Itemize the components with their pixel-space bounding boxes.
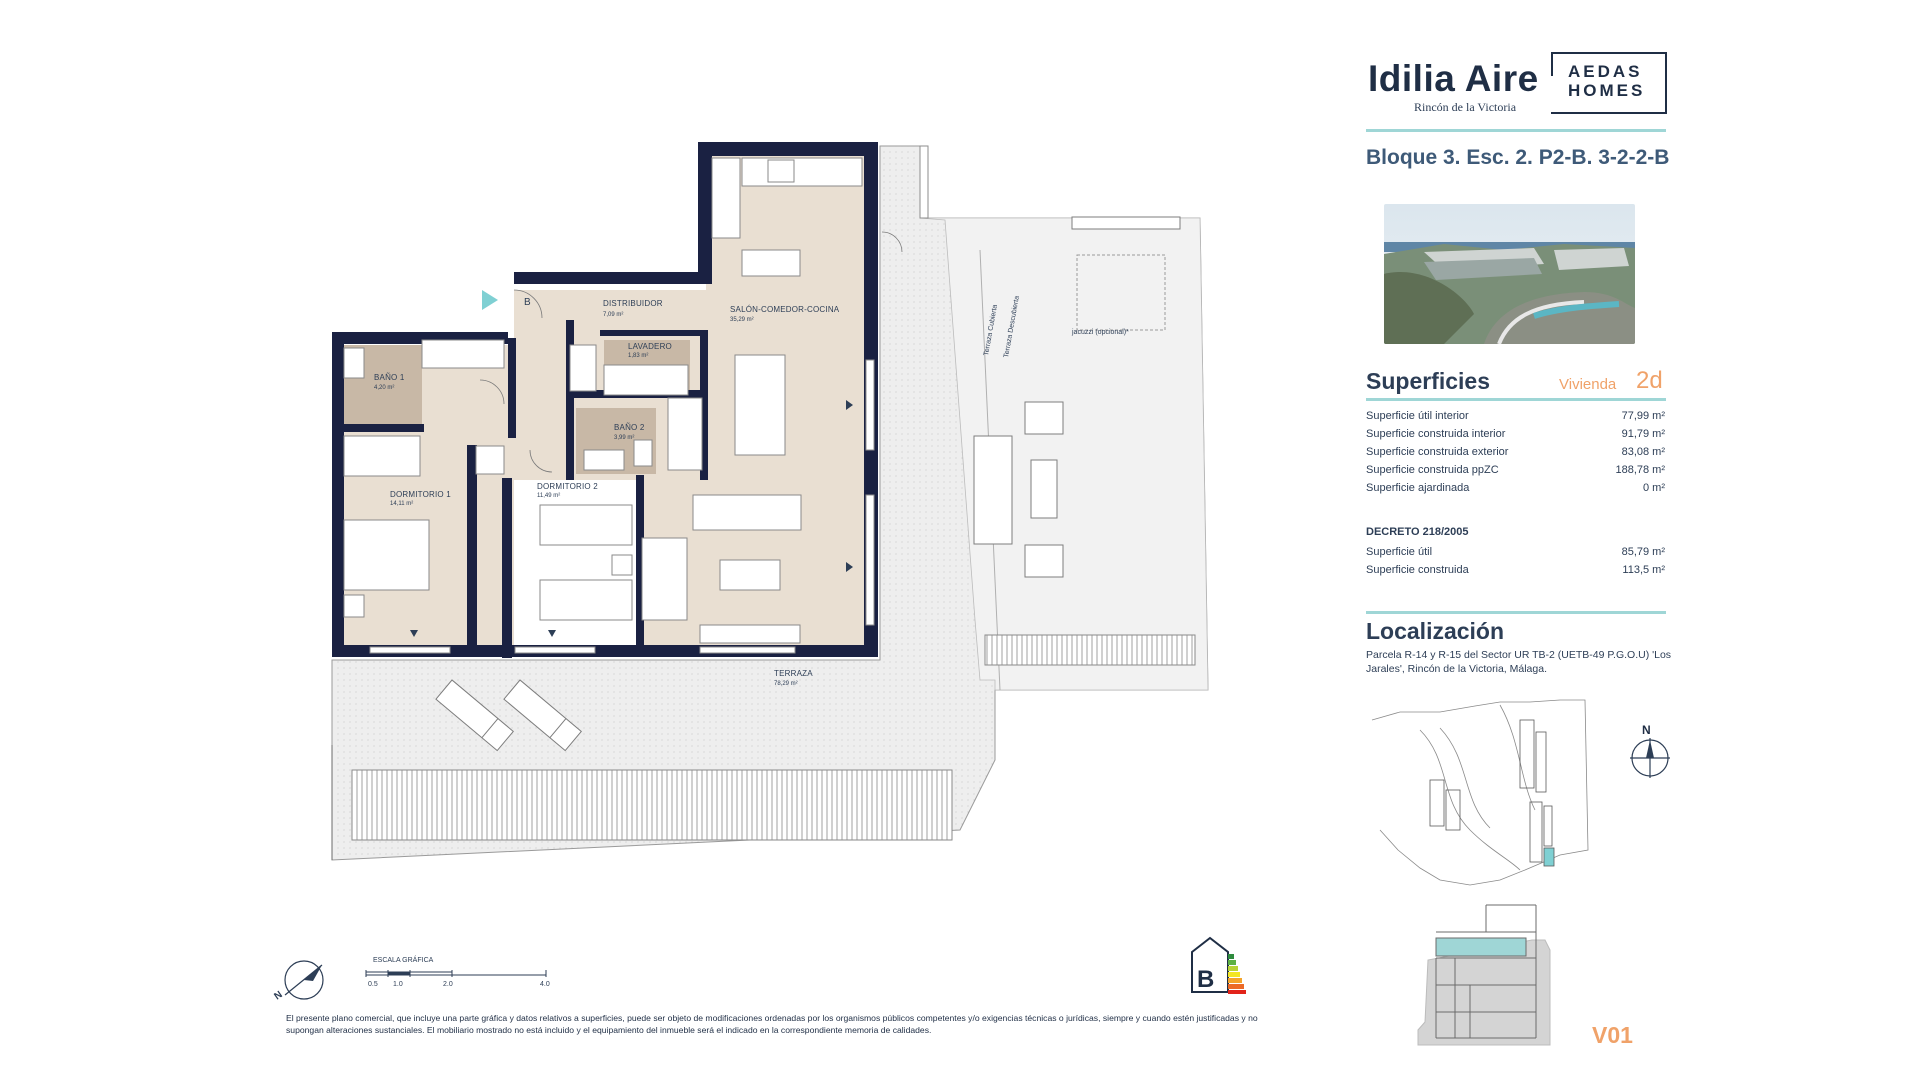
brand-location: Rincón de la Victoria — [1414, 100, 1517, 114]
area-label: Superficie construida ppZC — [1366, 464, 1499, 476]
room-area-dormitorio-2: 11,49 m² — [537, 493, 560, 499]
decreto-label: Superficie construida — [1366, 564, 1469, 576]
localizacion-title: Localización — [1366, 618, 1505, 644]
room-area-salon: 35,29 m² — [730, 317, 754, 323]
energy-rating: B — [1197, 966, 1214, 993]
room-area-terraza: 78,29 m² — [774, 681, 798, 687]
localizacion-divider — [1366, 611, 1666, 614]
area-value: 83,08 m² — [1621, 446, 1665, 458]
vivienda-label: Vivienda — [1559, 376, 1617, 393]
development-photo — [1384, 204, 1635, 344]
area-label: Superficie construida interior — [1366, 428, 1506, 440]
disclaimer: El presente plano comercial, que incluye… — [286, 1013, 1258, 1035]
unit-reference: Bloque 3. Esc. 2. P2-B. 3-2-2-B — [1366, 146, 1670, 169]
vivienda-type: 2d — [1636, 367, 1663, 394]
map-compass-icon — [1630, 738, 1670, 778]
area-value: 0 m² — [1643, 482, 1665, 494]
window-markers — [410, 400, 853, 637]
door-letter: B — [524, 297, 531, 308]
area-row: Superficie construida interior 91,79 m² — [1366, 428, 1665, 446]
decreto-value: 85,79 m² — [1621, 546, 1665, 558]
room-name-distribuidor: DISTRIBUIDOR — [603, 299, 663, 308]
building-section — [1417, 904, 1551, 1046]
plan-compass-icon: N — [272, 960, 324, 1002]
scale-title: ESCALA GRÁFICA — [373, 955, 434, 964]
jacuzzi — [1076, 254, 1166, 331]
energy-label-icon: B — [1191, 936, 1246, 994]
localizacion-text: Parcela R-14 y R-15 del Sector UR TB-2 (… — [1366, 649, 1672, 675]
aedas-logo: AEDAS HOMES — [1568, 62, 1645, 100]
decreto-row: Superficie útil 85,79 m² — [1366, 546, 1665, 564]
interior-furniture — [343, 157, 863, 644]
room-name-salon: SALÓN-COMEDOR-COCINA — [730, 305, 840, 314]
plan-compass-letter: N — [272, 989, 284, 1002]
area-row: Superficie útil interior 77,99 m² — [1366, 410, 1665, 428]
area-row: Superficie construida ppZC 188,78 m² — [1366, 464, 1665, 482]
room-name-bano-1: BAÑO 1 — [374, 373, 405, 382]
terrace-area — [331, 145, 1209, 861]
jacuzzi-label: jacuzzi (opcional)* — [1071, 329, 1129, 336]
area-label: Superficie construida exterior — [1366, 446, 1509, 458]
decreto-value: 113,5 m² — [1622, 564, 1665, 576]
room-name-dormitorio-2: DORMITORIO 2 — [537, 482, 598, 491]
logo-line-1: AEDAS — [1568, 62, 1643, 81]
scale-tick: 1.0 — [393, 981, 403, 988]
room-area-distribuidor: 7,09 m² — [603, 312, 623, 318]
room-name-terraza: TERRAZA — [774, 669, 813, 678]
decreto-title: DECRETO 218/2005 — [1366, 526, 1469, 538]
entry-arrow-icon — [482, 290, 498, 310]
area-row: Superficie ajardinada 0 m² — [1366, 482, 1665, 500]
scale-tick: 2.0 — [443, 981, 453, 988]
room-name-dormitorio-1: DORMITORIO 1 — [390, 490, 451, 499]
brand-title: Idilia Aire — [1368, 58, 1539, 99]
room-name-lavadero: LAVADERO — [628, 342, 672, 351]
logo-line-2: HOMES — [1568, 81, 1646, 100]
scale-tick: 4.0 — [540, 981, 550, 988]
room-name-bano-2: BAÑO 2 — [614, 423, 645, 432]
room-area-dormitorio-1: 14,11 m² — [390, 501, 413, 507]
location-map — [1371, 699, 1589, 886]
header-divider — [1366, 129, 1666, 132]
aedas-logo-frame — [1551, 52, 1667, 114]
scale-bar — [365, 970, 547, 977]
area-label: Superficie útil interior — [1366, 410, 1469, 422]
decreto-label: Superficie útil — [1366, 546, 1433, 558]
terrace-furniture — [435, 216, 1181, 752]
area-row: Superficie construida exterior 83,08 m² — [1366, 446, 1665, 464]
decreto-row: Superficie construida 113,5 m² — [1366, 564, 1665, 582]
area-label: Superficie ajardinada — [1366, 482, 1470, 494]
plan-code: V01 — [1592, 1022, 1633, 1048]
area-value: 91,79 m² — [1621, 428, 1665, 440]
scale-tick: 0.5 — [368, 981, 378, 988]
area-value: 77,99 m² — [1621, 410, 1665, 422]
area-value: 188,78 m² — [1615, 464, 1665, 476]
superficies-divider — [1366, 398, 1666, 401]
room-area-bano-1: 4,20 m² — [374, 385, 394, 391]
room-area-bano-2: 3,99 m² — [614, 435, 634, 441]
superficies-title: Superficies — [1366, 368, 1490, 394]
map-compass-letter: N — [1642, 723, 1651, 737]
aedas-logo-left-stroke — [1551, 52, 1553, 76]
room-area-lavadero: 1,83 m² — [628, 353, 648, 359]
